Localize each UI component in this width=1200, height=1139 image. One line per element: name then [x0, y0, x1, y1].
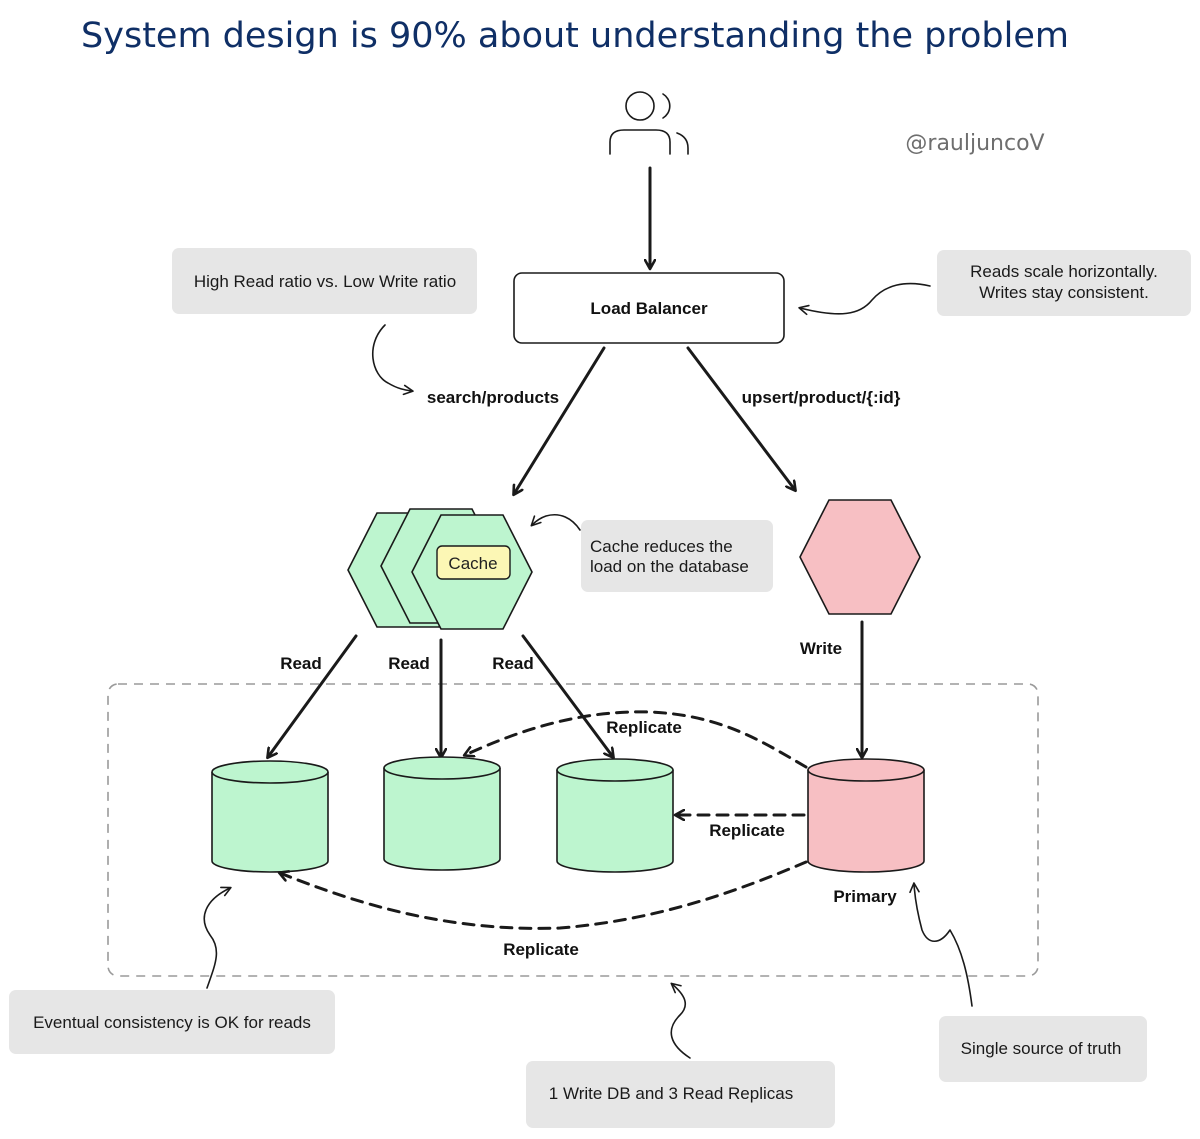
cache-to-replica-3-arrow — [521, 634, 613, 757]
load-balancer-to-cache-arrow — [514, 346, 606, 494]
edge-read-2-label: Read — [388, 654, 430, 673]
replicate-top-arrow — [465, 710, 808, 769]
note-db-count-pointer — [670, 982, 691, 1059]
page-title: System design is 90% about understanding… — [81, 16, 1069, 56]
replicate-bottom-label: Replicate — [503, 940, 579, 959]
load-balancer-node: Load Balancer — [513, 272, 785, 344]
edge-write-label: Write — [800, 639, 842, 658]
route-upsert-label: upsert/product/{:id} — [742, 388, 901, 407]
note-read-write-ratio: High Read ratio vs. Low Write ratio — [172, 248, 477, 314]
read-replica-2 — [383, 756, 501, 871]
primary-label: Primary — [833, 887, 897, 906]
note-eventual-consistency-pointer — [203, 886, 232, 989]
note-source-of-truth-pointer — [909, 882, 973, 1007]
note-db-count: 1 Write DB and 3 Read Replicas — [526, 1061, 835, 1128]
database-tier-boundary — [107, 683, 1039, 977]
note-scaling-pointer — [798, 282, 931, 316]
replicate-mid-label: Replicate — [709, 821, 785, 840]
replicate-bottom-arrow — [280, 860, 808, 930]
note-read-write-ratio-text: High Read ratio vs. Low Write ratio — [194, 272, 456, 291]
note-cache-pointer — [530, 514, 581, 531]
cache-to-replica-1-arrow — [268, 634, 358, 757]
read-replica-1 — [211, 760, 329, 873]
note-source-of-truth: Single source of truth — [939, 1016, 1147, 1082]
note-cache-line1: Cache reduces the — [590, 537, 733, 556]
edge-read-3-label: Read — [492, 654, 534, 673]
note-scaling-line2: Writes stay consistent. — [979, 283, 1149, 302]
read-replica-3 — [556, 758, 674, 873]
note-cache-line2: load on the database — [590, 557, 749, 576]
load-balancer-label: Load Balancer — [590, 299, 708, 318]
write-node-hexagon — [799, 499, 921, 615]
cache-badge — [436, 545, 511, 580]
primary-database — [807, 758, 925, 873]
note-scaling-line1: Reads scale horizontally. — [970, 262, 1158, 281]
note-read-write-ratio-pointer — [371, 324, 414, 396]
note-scaling: Reads scale horizontally. Writes stay co… — [937, 250, 1191, 316]
note-eventual-consistency-text: Eventual consistency is OK for reads — [33, 1013, 311, 1032]
edge-read-1-label: Read — [280, 654, 322, 673]
author-handle: @rauljuncoV — [905, 131, 1044, 156]
note-eventual-consistency: Eventual consistency is OK for reads — [9, 990, 335, 1054]
note-source-of-truth-text: Single source of truth — [961, 1039, 1122, 1058]
cache-label: Cache — [448, 554, 497, 573]
route-search-label: search/products — [427, 388, 559, 407]
note-db-count-text: 1 Write DB and 3 Read Replicas — [549, 1084, 793, 1103]
load-balancer-to-write-node-arrow — [686, 346, 795, 490]
replicate-top-label: Replicate — [606, 718, 682, 737]
users-icon — [609, 91, 689, 155]
cache-cluster: Cache — [347, 508, 533, 630]
note-cache: Cache reduces the load on the database — [581, 520, 773, 592]
